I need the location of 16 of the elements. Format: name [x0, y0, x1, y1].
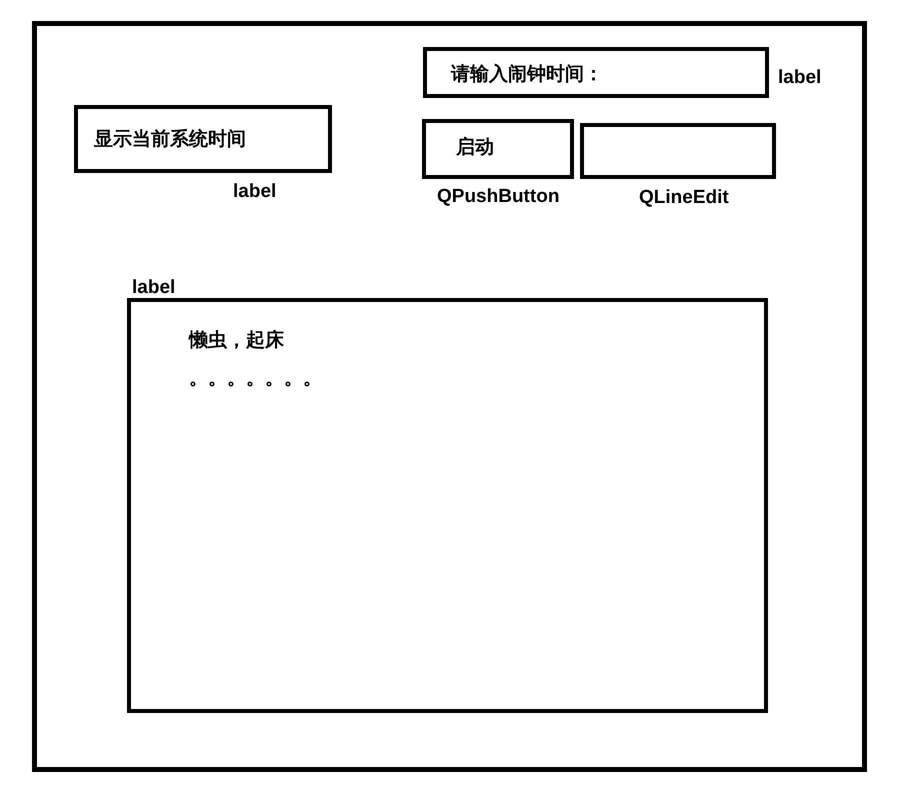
widget-box	[422, 119, 574, 179]
widget-caption: QPushButton	[437, 186, 560, 208]
input-field	[580, 123, 776, 179]
widget-text: 。。。。。。。	[189, 368, 322, 390]
widget-text: 懒虫，起床	[189, 330, 284, 352]
widget-box	[423, 47, 769, 98]
widget-text: 显示当前系统时间	[94, 129, 246, 151]
widget-box	[127, 298, 768, 713]
widget-caption: QLineEdit	[639, 187, 729, 209]
widget-text: 请输入闹钟时间：	[451, 64, 603, 86]
widget-text: 启动	[456, 137, 494, 159]
widget-box	[74, 105, 332, 173]
window-frame	[32, 21, 867, 772]
widget-caption: label	[233, 181, 276, 203]
widget-caption: label	[132, 277, 176, 299]
widget-caption: label	[778, 67, 822, 89]
